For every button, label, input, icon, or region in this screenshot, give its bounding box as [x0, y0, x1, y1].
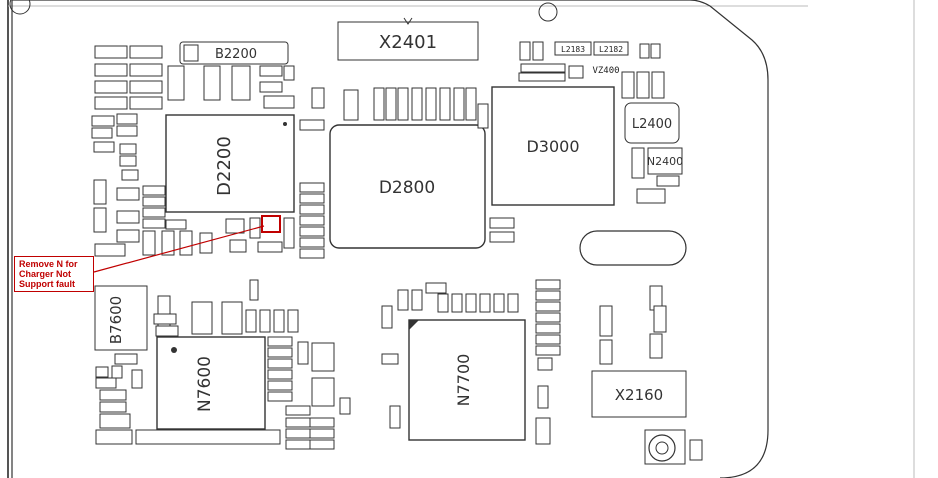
chip-d2800: D2800 [329, 124, 486, 249]
label-d3000: D3000 [526, 137, 579, 156]
label-n2400: N2400 [647, 155, 683, 168]
annotation-leader-line [93, 225, 265, 273]
parts-left-column [91, 45, 251, 257]
label-n7700: N7700 [454, 354, 473, 407]
oval-pad [579, 230, 687, 266]
annotation-note: Remove N for Charger Not Support fault [14, 256, 94, 292]
round-component [644, 429, 703, 465]
label-d2200: D2200 [214, 136, 235, 196]
chip-b7600: B7600 [94, 285, 148, 351]
label-l2400: L2400 [632, 117, 672, 132]
label-x2160: X2160 [615, 386, 663, 404]
chip-n2400: N2400 [647, 147, 683, 175]
chip-n7600: N7600 [156, 336, 266, 430]
chip-x2160: X2160 [591, 370, 687, 418]
chip-d2200: D2200 [165, 114, 295, 213]
parts-top-right: L2183 L2182 VZ400 [518, 41, 665, 99]
mount-hole-top-left [9, 0, 31, 15]
chip-d3000: D3000 [491, 86, 615, 206]
label-l2182: L2182 [599, 45, 623, 54]
label-d2800: D2800 [379, 178, 435, 198]
parts-bottom-left [95, 279, 351, 450]
label-b7600: B7600 [107, 296, 125, 344]
label-b2200: B2200 [215, 47, 257, 62]
mount-hole-top-mid [538, 2, 558, 22]
chip-l2400: L2400 [624, 102, 680, 144]
parts-bottom-right [381, 279, 667, 445]
label-vz400: VZ400 [592, 66, 619, 76]
label-x2401: X2401 [379, 32, 437, 53]
label-l2183: L2183 [561, 45, 585, 54]
chip-n7700: N7700 [408, 319, 526, 441]
connector-x2401: X2401 [337, 17, 479, 61]
chip-b2200: B2200 [179, 41, 289, 65]
annotation-text: Remove N for Charger Not Support fault [19, 259, 78, 289]
label-n7600: N7600 [195, 356, 215, 412]
board-outline [11, 0, 769, 478]
highlighted-component[interactable] [261, 215, 281, 233]
